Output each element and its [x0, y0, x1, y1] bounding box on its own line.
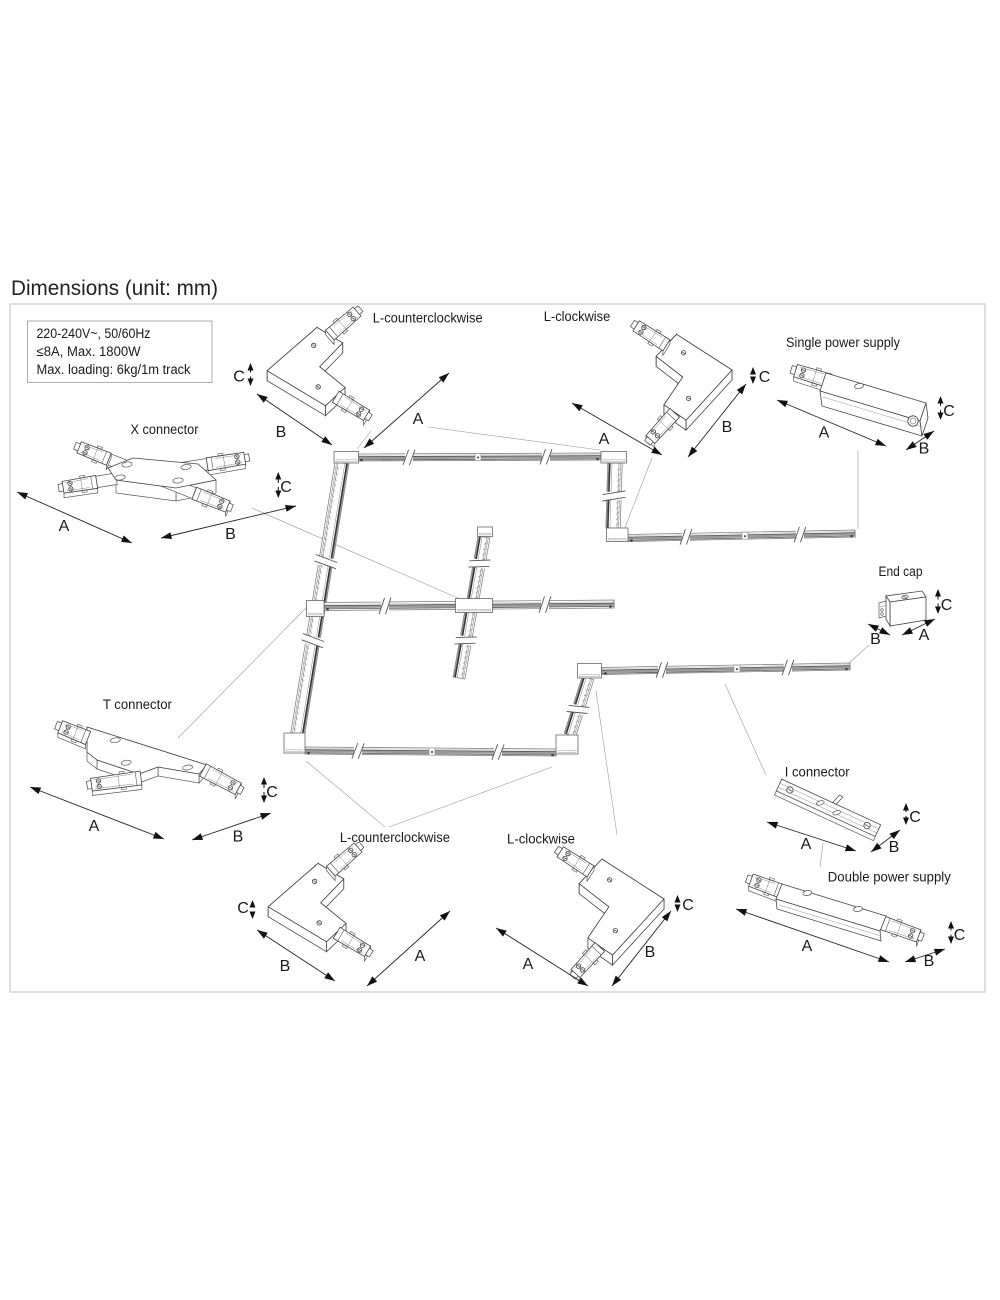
svg-text:C: C [682, 897, 694, 914]
svg-text:L-clockwise: L-clockwise [544, 309, 611, 324]
svg-text:C: C [759, 369, 771, 386]
svg-text:B: B [889, 839, 900, 856]
svg-text:C: C [943, 403, 955, 420]
svg-text:B: B [870, 631, 881, 648]
svg-text:I connector: I connector [785, 765, 850, 780]
svg-text:L-counterclockwise: L-counterclockwise [340, 830, 450, 845]
svg-text:A: A [523, 956, 534, 973]
svg-text:A: A [802, 938, 813, 955]
svg-text:B: B [645, 944, 656, 961]
svg-text:B: B [924, 953, 935, 970]
svg-text:C: C [941, 597, 953, 614]
svg-text:B: B [919, 441, 930, 458]
svg-text:A: A [599, 431, 610, 448]
svg-text:L-clockwise: L-clockwise [507, 832, 575, 847]
svg-text:B: B [280, 958, 291, 975]
svg-text:C: C [266, 784, 278, 801]
svg-text:Double power supply: Double power supply [828, 870, 951, 885]
svg-text:Dimensions (unit: mm): Dimensions (unit: mm) [11, 277, 218, 300]
svg-text:C: C [233, 369, 245, 386]
svg-text:≤8A, Max. 1800W: ≤8A, Max. 1800W [37, 344, 141, 359]
svg-text:C: C [237, 900, 249, 917]
svg-text:End cap: End cap [879, 564, 923, 579]
svg-text:X connector: X connector [131, 422, 199, 437]
svg-text:A: A [801, 836, 812, 853]
svg-text:A: A [919, 627, 930, 644]
svg-text:C: C [909, 809, 921, 826]
svg-text:C: C [280, 479, 292, 496]
svg-text:B: B [225, 526, 236, 543]
svg-text:Single power supply: Single power supply [786, 335, 900, 350]
svg-text:A: A [819, 425, 830, 442]
svg-text:B: B [722, 419, 733, 436]
svg-text:220-240V~, 50/60Hz: 220-240V~, 50/60Hz [37, 326, 151, 341]
svg-text:A: A [413, 411, 424, 428]
svg-text:B: B [233, 829, 244, 846]
svg-text:A: A [59, 518, 70, 535]
svg-text:L-counterclockwise: L-counterclockwise [373, 311, 483, 326]
svg-text:T connector: T connector [103, 697, 172, 712]
svg-text:B: B [276, 424, 287, 441]
svg-text:A: A [89, 818, 100, 835]
svg-text:A: A [415, 948, 426, 965]
svg-text:C: C [954, 927, 966, 944]
svg-text:Max. loading: 6kg/1m track: Max. loading: 6kg/1m track [37, 362, 191, 377]
